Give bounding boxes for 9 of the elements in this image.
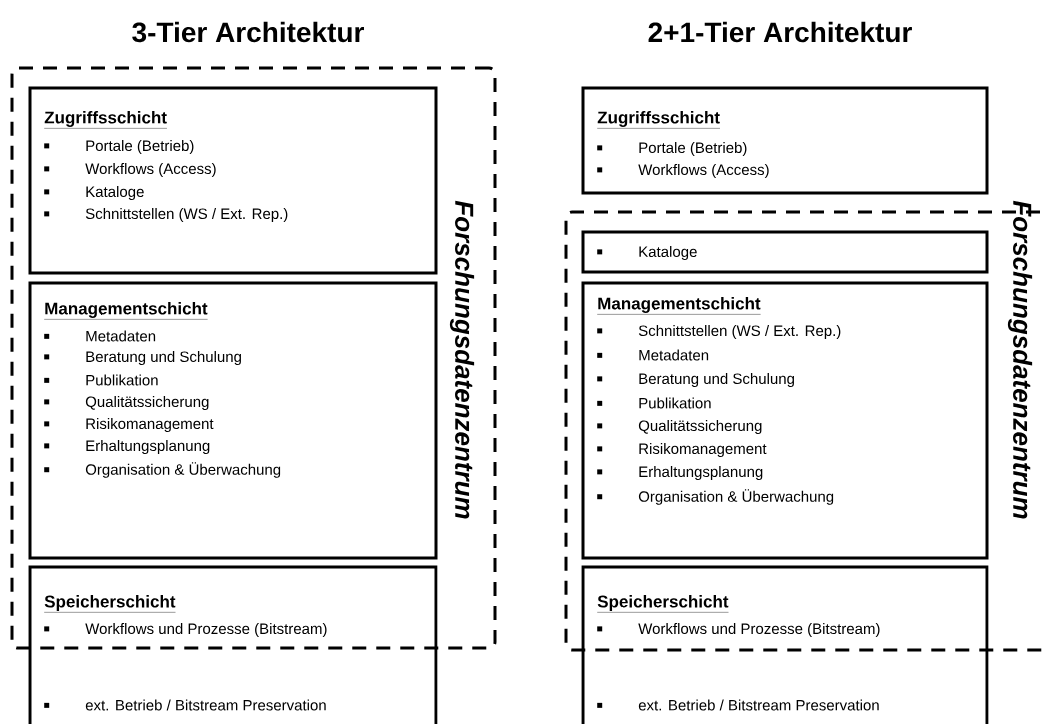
title: 2+1-Tier Architektur xyxy=(648,21,912,43)
layer-box: Speicherschicht Workflows und Prozesse (Bitstream) ext. Betrieb / Bitstream Preservation xyxy=(28,565,438,724)
title: 3-Tier Architektur xyxy=(132,21,364,43)
layer-box: Managementschicht Schnittstellen (WS / Ext. Rep.) Metadaten Beratung und Schulung Publikation Qualitätssicherung Risikomanagement Erhaltungsplanung Organisation & Überwachung xyxy=(581,281,989,560)
layer-box: Kataloge xyxy=(581,230,989,274)
layer-box: Speicherschicht Workflows und Prozesse (Bitstream) ext. Betrieb / Bitstream Preservation xyxy=(581,565,989,724)
layer-box: Zugriffsschicht Portale (Betrieb) Workflows (Access) xyxy=(581,86,989,195)
layer-box: Zugriffsschicht Portale (Betrieb) Workflows (Access) Kataloge Schnittstellen (WS / Ext. Rep.) xyxy=(28,86,438,275)
layer-box: Managementschicht Metadaten Beratung und Schulung Publikation Qualitätssicherung Risikomanagement Erhaltungsplanung Organisation & Überwachung xyxy=(28,281,438,560)
